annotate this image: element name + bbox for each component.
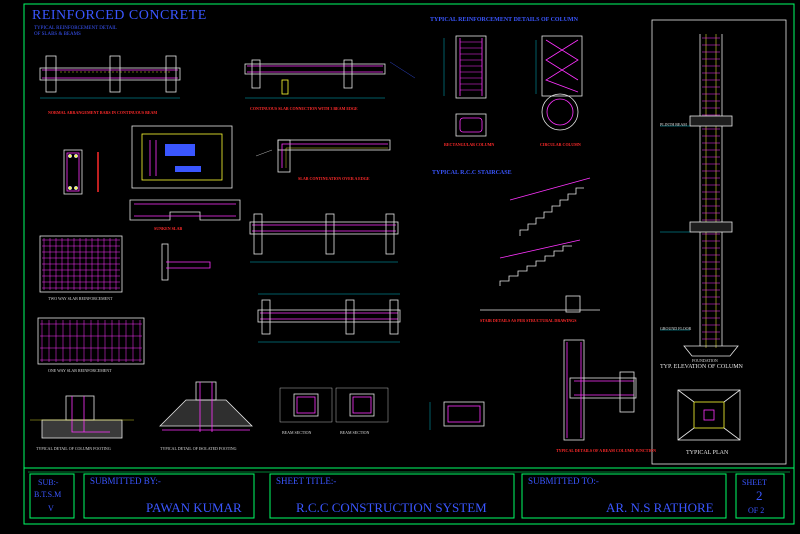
circular-column-caption: CIRCULAR COLUMN xyxy=(540,142,581,147)
beam-section-detail xyxy=(63,149,99,195)
two-way-slab-mesh xyxy=(39,235,123,293)
column-details-heading: TYPICAL REINFORCEMENT DETAILS OF COLUMN xyxy=(430,17,578,23)
continuous-beam-2 xyxy=(257,293,401,343)
rectangular-column-caption: RECTANGULAR COLUMN xyxy=(444,142,495,147)
slab-beam-caption: CONTINUOUS SLAB CONNECTION WITH 3 BEAM E… xyxy=(250,106,358,111)
footing-left-caption: TYPICAL DETAIL OF COLUMN FOOTING xyxy=(36,446,111,451)
ground-floor-label: GROUND FLOOR xyxy=(660,326,692,331)
staircase-note: STAIR DETAILS AS PER STRUCTURAL DRAWINGS xyxy=(480,318,577,323)
continuous-beam-detail xyxy=(39,55,181,99)
foundation-label: FOUNDATION xyxy=(692,358,718,363)
small-slab-plan xyxy=(131,125,233,189)
sheet-subtitle-line2: OF SLABS & BEAMS xyxy=(34,32,81,37)
staircase-detail xyxy=(480,177,600,313)
title-block-frame xyxy=(23,467,795,525)
sunken-slab-detail xyxy=(129,199,241,221)
continuous-beam-caption: NORMAL ARRANGEMENT BARS IN CONTINUOUS BE… xyxy=(48,110,158,115)
column-tie-detail xyxy=(535,35,583,97)
two-way-slab-caption: TWO WAY SLAB REINFORCEMENT xyxy=(48,296,113,301)
column-elevation-tall xyxy=(660,34,739,357)
column-section-bottom xyxy=(429,401,485,430)
beam-column-junction xyxy=(563,339,637,441)
column-elevation-caption: TYP. ELEVATION OF COLUMN xyxy=(660,364,743,370)
footing-left xyxy=(30,395,134,439)
plinth-label: PLINTH BEAM xyxy=(660,122,687,127)
subject-value: B.T.S.M xyxy=(34,490,62,499)
beam-section-a-caption: BEAM SECTION xyxy=(282,430,312,435)
column-elevation-frame xyxy=(651,19,787,465)
typical-plan-caption: TYPICAL PLAN xyxy=(686,450,729,456)
sunken-slab-caption: SUNKEN SLAB xyxy=(154,226,183,231)
subject-label: SUB:- xyxy=(38,478,59,487)
slab-beam-detail xyxy=(244,59,416,99)
sheet-title-label: SHEET TITLE:- xyxy=(276,476,337,486)
one-way-slab-caption: ONE WAY SLAB REINFORCEMENT xyxy=(48,368,112,373)
submitted-to-value: AR. N.S RATHORE xyxy=(606,500,714,515)
subject-code: V xyxy=(48,504,54,513)
circular-column-section xyxy=(541,93,579,131)
cantilever-slab-detail xyxy=(255,139,391,173)
beam-section-b-caption: BEAM SECTION xyxy=(340,430,370,435)
beam-section-b xyxy=(335,387,389,423)
sheet-border xyxy=(23,3,795,525)
sheet-main-title: REINFORCED CONCRETE xyxy=(32,8,207,23)
beam-section-a xyxy=(279,387,333,423)
column-elevation-small xyxy=(443,35,487,99)
title-block xyxy=(29,473,785,519)
one-way-slab-mesh xyxy=(37,317,145,365)
submitted-by-value: PAWAN KUMAR xyxy=(146,500,242,515)
sheet-subtitle-line1: TYPICAL REINFORCEMENT DETAIL xyxy=(34,26,117,31)
submitted-to-label: SUBMITTED TO:- xyxy=(528,476,599,486)
slab-edge-detail xyxy=(161,243,211,281)
sheet-title-value: R.C.C CONSTRUCTION SYSTEM xyxy=(296,500,487,515)
sheet-label: SHEET xyxy=(742,478,767,487)
rectangular-column-section xyxy=(455,113,487,137)
typical-plan xyxy=(677,389,741,441)
footing-right xyxy=(159,381,253,432)
cantilever-slab-caption: SLAB CONTINUATION OVER A EDGE xyxy=(298,176,370,181)
footing-right-caption: TYPICAL DETAIL OF ISOLATED FOOTING xyxy=(160,446,237,451)
sheet-number: 2 xyxy=(756,488,763,503)
sheet-of: OF 2 xyxy=(748,506,765,515)
beam-column-junction-caption: TYPICAL DETAILS OF A BEAM COLUMN JUNCTIO… xyxy=(556,448,657,453)
submitted-by-label: SUBMITTED BY:- xyxy=(90,476,161,486)
staircase-heading: TYPICAL R.C.C STAIRCASE xyxy=(432,170,512,176)
continuous-beam-1 xyxy=(249,213,399,263)
